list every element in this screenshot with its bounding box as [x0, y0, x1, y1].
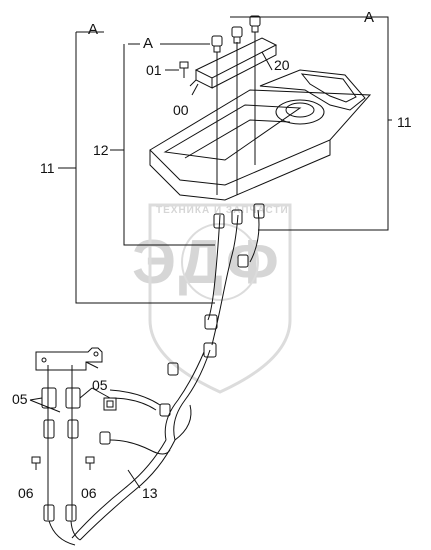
leader-13 — [127, 469, 141, 489]
callout-11-right: 11 — [397, 114, 412, 130]
lower-bracket — [35, 347, 103, 371]
callout-11-left: 11 — [40, 160, 55, 176]
screw-06-right — [85, 456, 95, 470]
lower-connectors — [43, 504, 81, 546]
leader-05-left — [29, 397, 61, 413]
callout-01: 01 — [146, 62, 162, 78]
screw-06-left — [31, 456, 41, 470]
switch-05-left — [41, 387, 57, 439]
knob-2 — [231, 26, 243, 44]
leader-20 — [261, 51, 273, 71]
knob-3 — [249, 15, 261, 33]
callout-06-left: 06 — [18, 485, 34, 501]
indicator-05 — [103, 397, 117, 411]
callout-a-left: A — [143, 35, 154, 52]
callout-00: 00 — [173, 102, 189, 118]
callout-a-right: A — [364, 9, 375, 26]
console-panel — [149, 69, 372, 201]
watermark-shield — [148, 203, 292, 394]
reference-box-outer — [75, 16, 392, 304]
callout-13: 13 — [142, 485, 158, 501]
leader-00 — [191, 83, 199, 96]
screw-01 — [179, 61, 189, 78]
watermark-main-text: ЭДФ — [132, 228, 283, 297]
callout-05-left: 05 — [12, 391, 28, 407]
watermark-upper-text: ТЕХНИКА И ЗАПЧАСТИ — [156, 205, 289, 216]
callout-a-top: A — [88, 21, 99, 38]
switch-05-right — [65, 387, 81, 439]
bracket-00 — [189, 37, 278, 89]
callout-06-right: 06 — [81, 485, 97, 501]
callout-20: 20 — [274, 57, 290, 73]
leader-05-right — [79, 387, 111, 399]
callout-05-right: 05 — [92, 377, 108, 393]
harness-13 — [71, 349, 211, 541]
callout-12: 12 — [93, 142, 109, 158]
reference-box-inner — [123, 43, 215, 246]
knob-1 — [211, 35, 223, 53]
switch-wires — [203, 203, 265, 358]
